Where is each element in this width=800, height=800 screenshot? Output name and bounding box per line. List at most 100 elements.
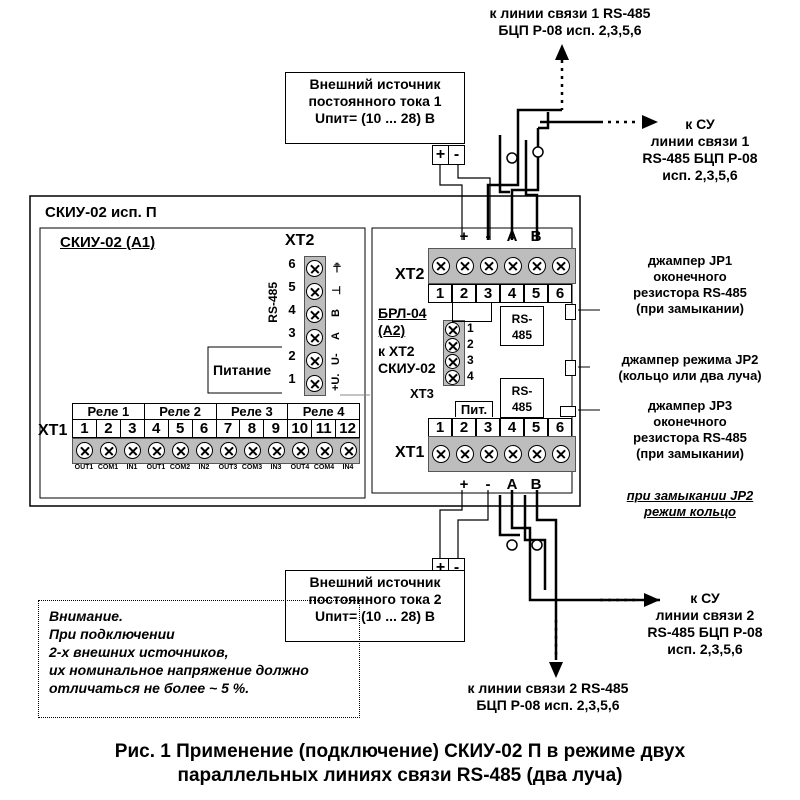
psu1-plus: + — [433, 146, 449, 164]
screw-icon — [445, 354, 460, 369]
screw-icon — [552, 257, 570, 275]
a1-xt2-signals: ⏚ ⊥ B A U- +U. — [330, 256, 348, 396]
screw-icon — [504, 257, 522, 275]
a1-xt2-block — [304, 256, 326, 396]
screw-icon — [306, 260, 323, 277]
relay-4-label: Реле 4 — [302, 404, 345, 419]
a1-xt1-pin: 1 — [73, 420, 97, 437]
xt1-b-wire — [535, 490, 558, 660]
screw-icon — [480, 257, 498, 275]
line1-label: к линии связи 1 RS-485 БЦП Р-08 исп. 2,3… — [440, 5, 700, 39]
brl-xt2-pin: 4 — [500, 284, 524, 303]
psu1-plus-wire — [439, 165, 463, 240]
screw-icon — [432, 445, 450, 463]
screw-icon — [528, 257, 546, 275]
brl-xt2-block — [428, 248, 576, 284]
pit-top-bracket — [452, 302, 492, 322]
jp3-line3: резистора RS-485 — [633, 430, 747, 445]
a1-xt2-pins: 6 5 4 3 2 1 — [282, 256, 302, 396]
su2-line2: линии связи 2 — [655, 607, 755, 623]
a1-xt2-sig: A — [330, 332, 342, 341]
line1-title: к линии связи 1 RS-485 — [489, 5, 651, 21]
brl-line2: (А2) — [378, 322, 406, 338]
a1-xt1-signal: COM2 — [169, 464, 191, 471]
line2-sub: БЦП Р-08 исп. 2,3,5,6 — [476, 697, 620, 713]
a1-xt2-pin: 3 — [288, 325, 296, 340]
su1-arrowhead — [642, 115, 658, 129]
line2-label: к линии связи 2 RS-485 БЦП Р-08 исп. 2,3… — [418, 680, 678, 714]
a1-frame — [39, 227, 366, 499]
rs485-bottom-box: RS- 485 — [500, 378, 544, 418]
xt3-block — [443, 320, 465, 386]
brl-line1: БРЛ-04 — [378, 305, 427, 321]
brl-xt2-sig: + — [459, 228, 469, 245]
a1-xt1-signal: OUT1 — [74, 464, 94, 471]
screw-icon — [306, 375, 323, 392]
screw-icon — [306, 283, 323, 300]
xt3-pin: 1 — [467, 321, 474, 335]
pit-bottom-label: Пит. — [455, 401, 493, 417]
psu2-line3: Uпит= (10 ... 28) В — [314, 608, 435, 624]
su2-line4: исп. 2,3,5,6 — [667, 641, 743, 657]
su2-line1: к СУ — [690, 590, 720, 606]
psu1-minus: - — [453, 146, 460, 163]
a1-xt1-block — [72, 438, 360, 464]
brl-xt1-sig: + — [459, 476, 469, 493]
a1-xt1-pin: 7 — [217, 420, 241, 437]
jp3-line1: джампер JP3 — [647, 398, 733, 413]
line1-wire-a — [516, 108, 562, 175]
brl-xt2-pin: 6 — [548, 284, 572, 303]
jp3-label: джампер JP3 оконечного резистора RS-485 … — [585, 398, 795, 462]
a1-xt1-pin: 8 — [240, 420, 265, 437]
brl-xt1-sig: B — [530, 476, 542, 493]
brl-xt2-sig: A — [506, 228, 518, 245]
brl-xt2-sig: - — [485, 228, 491, 245]
screw-icon — [432, 257, 450, 275]
a1-xt1-signal: IN4 — [342, 464, 354, 471]
screw-icon — [340, 442, 357, 459]
brl-xt1-pin: 2 — [452, 418, 476, 437]
screw-icon — [306, 329, 323, 346]
line1-wire-b — [538, 112, 550, 130]
jp1-jumper — [565, 304, 576, 320]
a1-xt2-sig: ⏚ — [332, 262, 344, 273]
junction — [506, 539, 518, 551]
junction — [532, 146, 544, 158]
relay-2-label: Реле 2 — [145, 404, 217, 419]
brl-xt1-pin: 3 — [476, 418, 500, 437]
psu1-minus-wire — [457, 165, 491, 240]
device-frame — [29, 195, 581, 507]
xt2-a-wire — [486, 175, 520, 240]
brl-xt1-sig: - — [485, 476, 491, 493]
screw-icon — [220, 442, 237, 459]
ring-line1: при замыкании JP2 — [626, 488, 754, 503]
brl-xt2-sig: B — [530, 228, 542, 245]
jp1-label: джампер JP1 оконечного резистора RS-485 … — [585, 253, 795, 317]
a1-xt1-signal: OUT1 — [146, 464, 166, 471]
screw-icon — [316, 442, 333, 459]
brl-xt1-pin: 6 — [548, 418, 572, 437]
screw-icon — [196, 442, 213, 459]
warning-note: Внимание. При подключении 2-х внешних ис… — [38, 600, 360, 718]
jp1-line2: оконечного — [653, 269, 727, 284]
note-line3: 2-х внешних источников, — [49, 644, 229, 660]
xt3-pin: 3 — [467, 353, 474, 367]
a1-xt2-pin: 5 — [288, 279, 296, 294]
screw-icon — [504, 445, 522, 463]
psu2-plus-wire — [439, 490, 463, 558]
xt3-connector: 1 2 3 4 — [443, 320, 483, 386]
brl-xt1-signals: + - A B — [452, 476, 572, 493]
caption-line1: Рис. 1 Применение (подключение) СКИУ-02 … — [114, 741, 686, 762]
jp2-label: джампер режима JP2 (кольцо или два луча) — [585, 352, 795, 384]
line1-arrowhead — [555, 44, 569, 60]
line2-title: к линии связи 2 RS-485 — [467, 680, 629, 696]
su2-label: к СУ линии связи 2 RS-485 БЦП Р-08 исп. … — [610, 590, 800, 658]
jp3-line4: (при замыкании) — [636, 446, 744, 461]
a1-xt1-signal: IN3 — [270, 464, 282, 471]
a1-xt1-signal: OUT4 — [290, 464, 310, 471]
screw-icon — [445, 338, 460, 353]
line2-arrowhead — [549, 662, 563, 678]
